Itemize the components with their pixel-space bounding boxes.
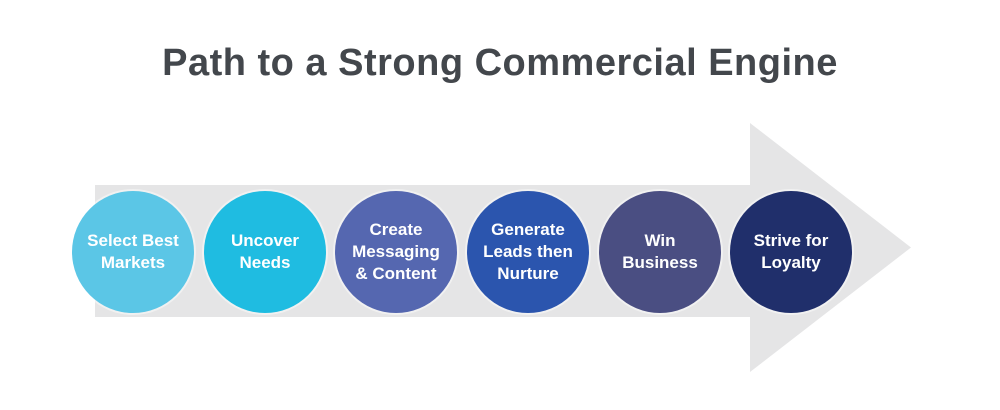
step-label: Strive for Loyalty: [753, 231, 829, 272]
step-circle-uncover-needs: Uncover Needs: [204, 191, 326, 313]
step-label: Win Business: [622, 231, 698, 272]
step-circle-strive-for-loyalty: Strive for Loyalty: [730, 191, 852, 313]
step-label: Generate Leads then Nurture: [483, 220, 573, 283]
step-circle-win-business: Win Business: [599, 191, 721, 313]
step-circle-generate-leads-nurture: Generate Leads then Nurture: [467, 191, 589, 313]
step-label: Select Best Markets: [87, 231, 179, 272]
step-circle-select-best-markets: Select Best Markets: [72, 191, 194, 313]
diagram-title: Path to a Strong Commercial Engine: [162, 42, 838, 84]
step-label: Uncover Needs: [230, 231, 300, 272]
step-label: Create Messaging & Content: [352, 220, 440, 283]
step-circle-create-messaging-content: Create Messaging & Content: [335, 191, 457, 313]
